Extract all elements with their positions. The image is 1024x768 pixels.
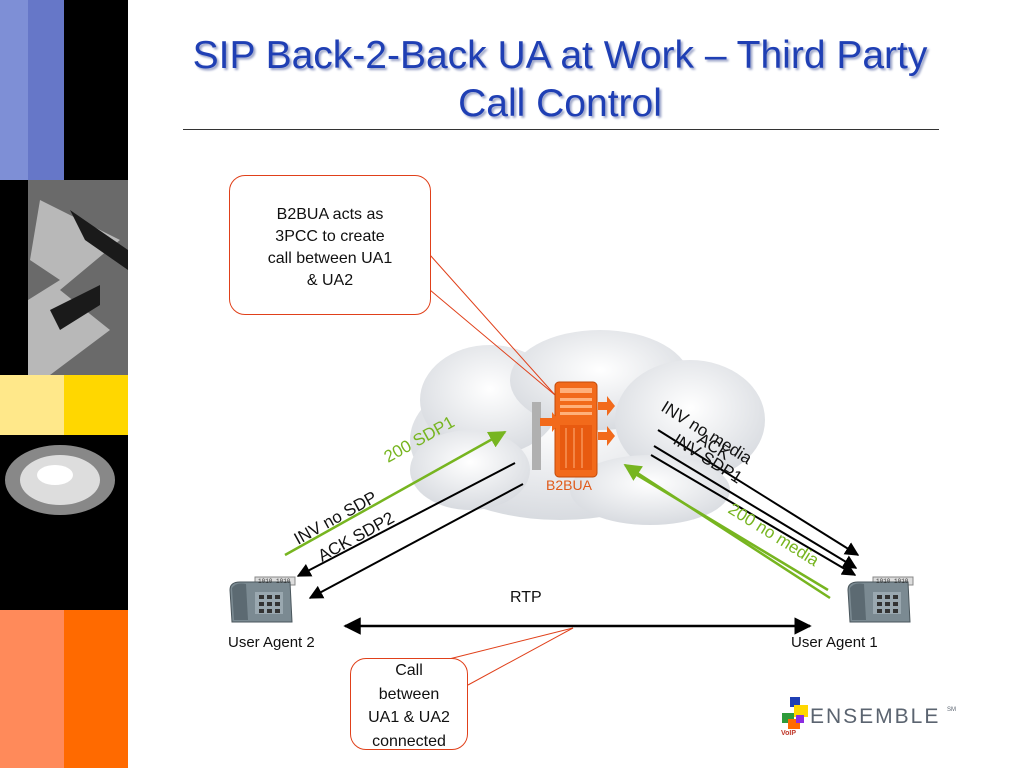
sidebar-orange-light	[0, 610, 64, 768]
callout-bottom-line-4: connected	[372, 732, 446, 750]
ua2-phone-icon	[229, 576, 296, 623]
arrow-left-200-sdp1	[284, 430, 507, 557]
callout-top-line-1: B2BUA acts as	[276, 206, 384, 223]
callout-bottom-line-2: between	[378, 685, 440, 703]
callout-bottom-line-1: Call	[395, 662, 423, 679]
ensemble-logo-sm: SM	[947, 707, 956, 713]
callout-b2bua-3pcc: B2BUA acts as 3PCC to create call betwee…	[229, 175, 431, 315]
callout-bottom-pointer-1	[467, 627, 574, 686]
ua1-phone-display: 1010 1010	[876, 578, 909, 585]
arrow-right-200-second-line	[631, 470, 829, 592]
sidebar-black-top	[64, 0, 128, 180]
ensemble-logo-mark-icon	[782, 697, 808, 729]
ensemble-logo: ENSEMBLE SM VoIP	[780, 695, 960, 745]
callout-top-pointer-2	[429, 254, 556, 396]
ua1-label: User Agent 1	[791, 634, 878, 651]
arrow-right-inv-sdp1	[650, 454, 857, 576]
ensemble-logo-voip: VoIP	[781, 730, 797, 737]
title-divider	[183, 129, 939, 130]
msg-right-200-no-media: 200 no media	[725, 499, 823, 570]
arrow-right-inv-no-media	[657, 429, 860, 556]
callout-call-connected: Call between UA1 & UA2 connected	[350, 658, 468, 750]
msg-rtp: RTP	[510, 589, 542, 606]
callout-top-line-2: 3PCC to create	[275, 228, 385, 245]
arrow-right-ack	[653, 445, 858, 569]
sidebar-yellow-light	[0, 375, 64, 435]
arrow-sign-graphic	[28, 180, 128, 375]
sidebar-orange	[64, 610, 128, 768]
arrow-left-inv-no-sdp	[296, 462, 516, 577]
ua2-phone-display: 1010 1010	[258, 578, 291, 585]
callout-bottom-line-3: UA1 & UA2	[368, 709, 450, 726]
sidebar-arrow-photo	[0, 180, 128, 375]
callout-bottom-pointer-2	[444, 627, 574, 661]
callout-top-pointer-1	[429, 289, 556, 396]
callout-top-line-4: & UA2	[306, 272, 354, 289]
slide-title: SIP Back-2-Back UA at Work – Third Party…	[192, 34, 928, 125]
lens-graphic	[5, 445, 115, 515]
b2bua-label: B2BUA	[546, 477, 593, 493]
sidebar-yellow	[64, 375, 128, 435]
sidebar-lens-photo	[0, 435, 128, 610]
arrow-left-ack-sdp2	[308, 483, 524, 599]
ua1-phone-icon	[847, 576, 914, 623]
ua2-label: User Agent 2	[228, 634, 315, 651]
callout-top-line-3: call between UA1	[267, 250, 393, 267]
ensemble-logo-text: ENSEMBLE	[810, 705, 941, 728]
b2bua-server-icon	[532, 381, 615, 478]
